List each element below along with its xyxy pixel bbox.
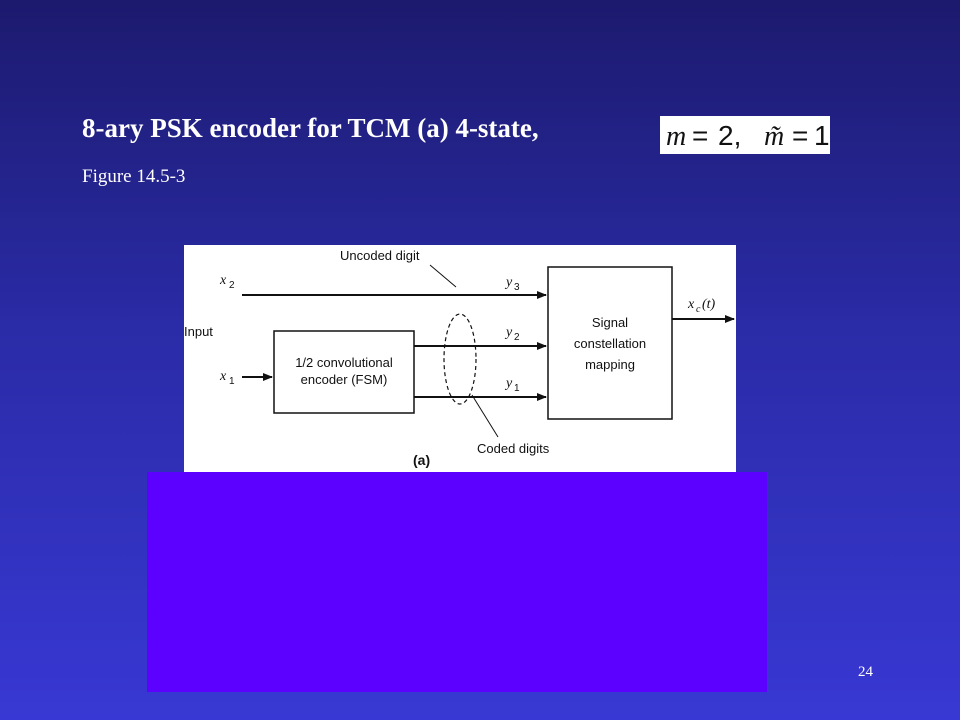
x1-label: x <box>219 369 227 384</box>
slide-title: 8-ary PSK encoder for TCM (a) 4-state, <box>82 113 539 143</box>
panel-label: (a) <box>413 452 430 468</box>
overlay-rectangle <box>147 472 767 692</box>
uncoded-digit-label: Uncoded digit <box>340 248 420 263</box>
encoder-line-1: 1/2 convolutional <box>295 355 393 370</box>
formula-equals-2: = <box>792 120 808 151</box>
coded-pointer-line <box>471 394 499 438</box>
convolutional-encoder-box <box>273 330 415 414</box>
formula-box: m = 2, m̃ = 1 <box>660 116 830 154</box>
formula-equals-1: = <box>692 120 708 151</box>
formula-m-tilde: m̃ <box>764 121 784 152</box>
formula-m-value: 2, <box>718 120 741 151</box>
y2-subscript: 2 <box>514 332 520 343</box>
encoder-line-2: encoder (FSM) <box>301 372 388 387</box>
y1-subscript: 1 <box>514 383 520 394</box>
x1-subscript: 1 <box>229 376 235 387</box>
y2-label: y <box>504 325 513 340</box>
mapper-line-3: mapping <box>585 357 635 372</box>
formula-m: m <box>666 121 686 152</box>
x2-label: x <box>219 273 227 288</box>
signal-mapper-box <box>547 266 673 420</box>
encoder-figure: x 2 Uncoded digit y 3 Input x 1 1/2 conv… <box>184 245 736 472</box>
x2-subscript: 2 <box>229 280 235 291</box>
y1-label: y <box>504 376 513 391</box>
y3-subscript: 3 <box>514 282 520 293</box>
output-label: x <box>687 297 695 312</box>
output-argument: (t) <box>702 297 716 312</box>
mapper-line-2: constellation <box>574 336 646 351</box>
input-label: Input <box>184 324 213 339</box>
y3-label: y <box>504 275 513 290</box>
coded-digits-ellipse <box>443 313 477 405</box>
coded-digits-label: Coded digits <box>477 441 550 456</box>
uncoded-pointer-line <box>429 264 457 288</box>
output-subscript: c <box>696 304 701 315</box>
slide-subtitle: Figure 14.5-3 <box>82 166 186 187</box>
formula-m-tilde-value: 1 <box>814 120 830 151</box>
page-number: 24 <box>858 664 873 680</box>
mapper-line-1: Signal <box>592 315 628 330</box>
